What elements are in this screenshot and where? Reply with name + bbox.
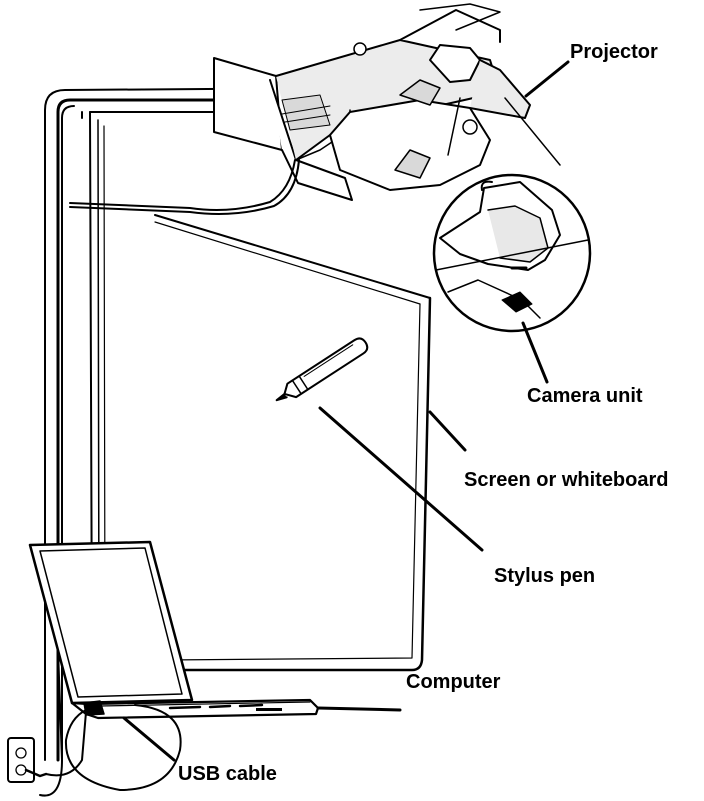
label-computer: Computer [406, 671, 501, 693]
label-stylus-pen: Stylus pen [494, 565, 596, 587]
label-usb-cable: USB cable [178, 763, 277, 785]
projector-cable [57, 159, 300, 761]
usb-cable-icon [39, 700, 182, 797]
label-camera-unit: Camera unit [527, 385, 643, 407]
stylus-pen-icon [275, 337, 369, 402]
projector-icon [213, 3, 531, 201]
callout-lines [122, 60, 570, 762]
label-screen-or-whiteboard: Screen or whiteboard [464, 469, 669, 491]
label-projector: Projector [570, 41, 658, 63]
power-outlet-icon [7, 711, 87, 783]
camera-unit-icon [432, 97, 592, 333]
